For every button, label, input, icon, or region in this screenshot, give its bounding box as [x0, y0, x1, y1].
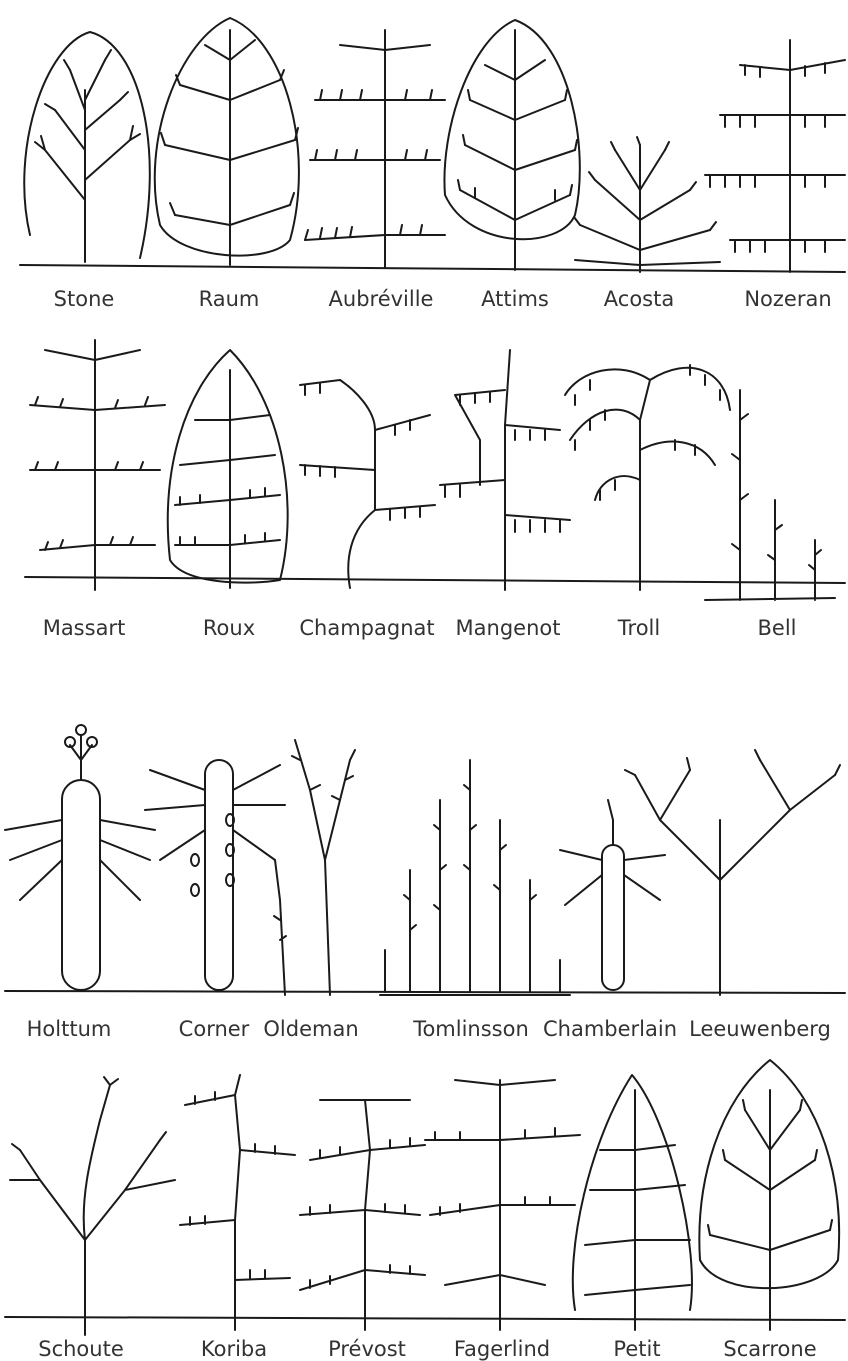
tree-massart — [30, 340, 165, 590]
tree-aubreville — [305, 30, 445, 268]
ground-line-row-1 — [20, 265, 845, 272]
model-label-acosta: Acosta — [604, 289, 674, 310]
tree-schoute — [10, 1077, 175, 1335]
tree-scarrone — [699, 1060, 839, 1330]
model-label-petit: Petit — [613, 1339, 660, 1360]
model-label-koriba: Koriba — [201, 1339, 267, 1360]
model-label-roux: Roux — [203, 618, 255, 639]
model-label-troll: Troll — [618, 618, 660, 639]
tree-oldeman — [274, 740, 355, 995]
tree-chamberlain — [560, 800, 665, 990]
model-label-bell: Bell — [758, 618, 797, 639]
model-label-leeuwenberg: Leeuwenberg — [689, 1019, 831, 1040]
tree-holttum — [5, 725, 155, 990]
model-label-tomlinsson: Tomlinsson — [413, 1019, 529, 1040]
model-label-attims: Attims — [481, 289, 549, 310]
model-label-schoute: Schoute — [38, 1339, 124, 1360]
tree-troll — [565, 365, 730, 590]
model-label-chamberlain: Chamberlain — [543, 1019, 677, 1040]
model-label-oldeman: Oldeman — [263, 1019, 358, 1040]
model-label-stone: Stone — [54, 289, 115, 310]
model-label-holttum: Holttum — [27, 1019, 112, 1040]
tree-attims — [444, 20, 579, 270]
tree-prevost — [300, 1100, 425, 1330]
tree-leeuwenberg — [625, 750, 840, 995]
ground-line-row-2 — [25, 577, 845, 583]
tree-stone — [24, 32, 150, 262]
tree-tomlinsson — [380, 760, 570, 995]
model-label-fagerlind: Fagerlind — [454, 1339, 550, 1360]
model-label-massart: Massart — [43, 618, 126, 639]
tree-champagnat — [300, 380, 435, 588]
tree-roux — [168, 350, 288, 588]
tree-koriba — [180, 1075, 295, 1330]
tree-nozeran — [705, 40, 845, 272]
tree-bell — [705, 390, 835, 600]
tree-mangenot — [440, 350, 570, 590]
tree-petit — [573, 1075, 692, 1330]
tree-raum — [155, 18, 299, 265]
model-label-prevost: Prévost — [328, 1339, 406, 1360]
model-label-scarrone: Scarrone — [723, 1339, 816, 1360]
model-label-raum: Raum — [199, 289, 260, 310]
model-label-aubreville: Aubréville — [329, 289, 434, 310]
ground-line-row-4 — [5, 1317, 845, 1320]
model-label-corner: Corner — [179, 1019, 250, 1040]
model-label-nozeran: Nozeran — [744, 289, 831, 310]
model-label-champagnat: Champagnat — [299, 618, 434, 639]
tree-acosta — [574, 137, 720, 272]
tree-corner — [145, 760, 285, 990]
tree-fagerlind — [425, 1080, 580, 1330]
model-label-mangenot: Mangenot — [456, 618, 561, 639]
